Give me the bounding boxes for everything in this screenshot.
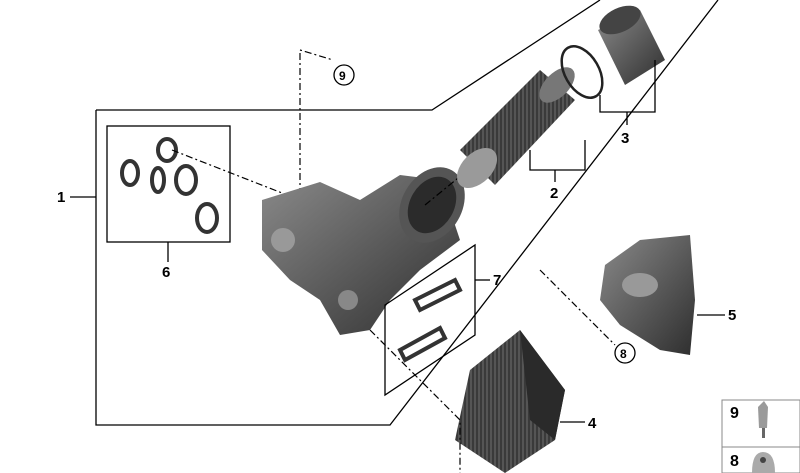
filter-element	[456, 67, 575, 189]
legend-box: 9 8	[721, 399, 800, 473]
callout-6: 6	[162, 264, 170, 281]
callout-5: 5	[728, 307, 736, 324]
dash-9	[299, 49, 334, 210]
legend-9-number: 9	[730, 405, 739, 422]
callout-3: 3	[621, 130, 629, 147]
pin-bolt-icon	[758, 401, 768, 438]
callout-8: 8	[620, 347, 627, 361]
oil-filter-housing	[262, 167, 465, 335]
callout-7: 7	[493, 272, 501, 289]
filter-cap	[598, 5, 665, 85]
gaskets	[397, 277, 463, 363]
legend-8-number: 8	[730, 453, 739, 470]
callout-1: 1	[57, 189, 65, 206]
gasket-set-box	[384, 243, 476, 397]
seal-rings	[120, 137, 219, 234]
thermostat-housing	[600, 235, 695, 355]
torx-screw-icon	[752, 452, 775, 473]
callout-4: 4	[588, 415, 597, 432]
o-ring	[560, 45, 604, 99]
callout-9-circle	[333, 64, 355, 86]
callout-2: 2	[550, 185, 558, 202]
oil-cooler	[455, 330, 565, 473]
callout-8-circle	[614, 342, 636, 364]
callout-9: 9	[339, 69, 346, 83]
group-frame-1	[95, 0, 719, 426]
bracket-2	[529, 140, 586, 171]
